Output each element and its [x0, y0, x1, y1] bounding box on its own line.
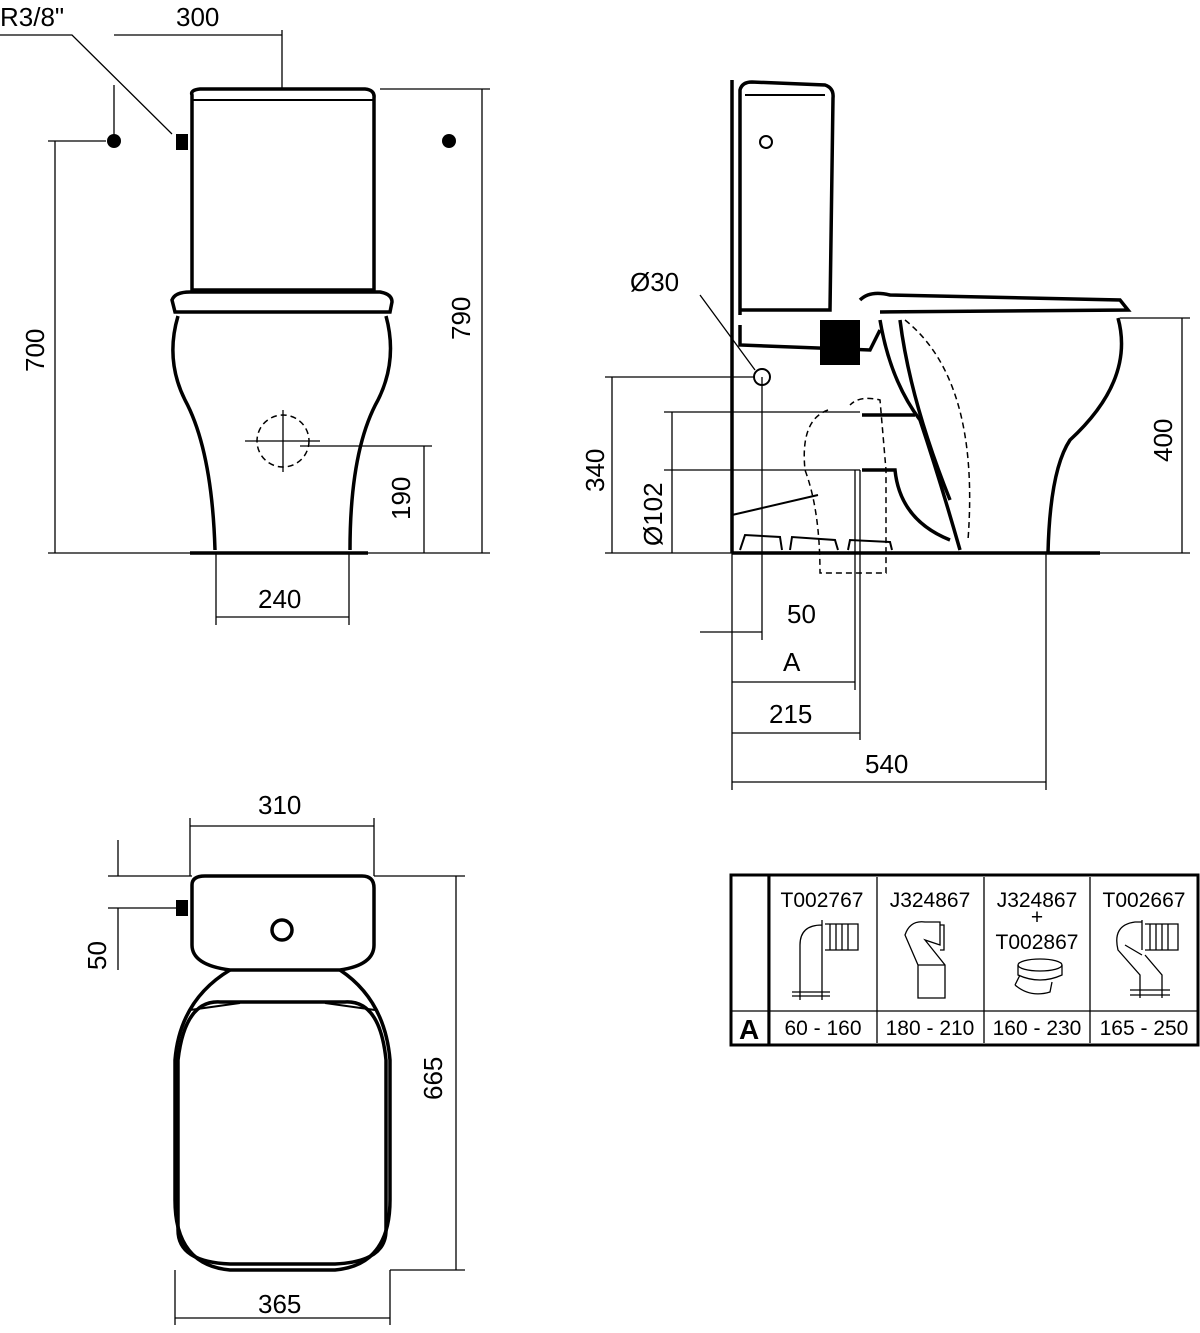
dim-total-length: 665: [418, 1057, 448, 1100]
seat-side: [858, 291, 1132, 314]
connector-code-3b: T002867: [996, 931, 1079, 954]
seat-top: [173, 968, 392, 1272]
dim-inlet-height: 700: [20, 329, 50, 372]
top-view: 310 50 665 365: [82, 790, 465, 1325]
range-4: 165 - 250: [1100, 1017, 1189, 1040]
range-2: 180 - 210: [886, 1017, 975, 1040]
dim-tank-width: 300: [176, 2, 219, 32]
cistern-side: [730, 80, 835, 553]
pan-connector-90-bend-icon: [792, 920, 859, 1000]
dim-total-height: 790: [446, 297, 476, 340]
dim-inlet-offset-top: 50: [82, 941, 112, 970]
connector-code-2: J324867: [890, 889, 971, 912]
supply-point-right: [442, 134, 456, 148]
front-view: R3/8" 300 700 790 190 240: [0, 2, 490, 625]
dim-outlet-height: 190: [386, 477, 416, 520]
pan-connector-offset-icon: [904, 921, 946, 999]
cistern-front: [189, 87, 376, 292]
bowl-side: [738, 317, 1124, 554]
connector-plus: +: [1031, 906, 1043, 929]
connector-code-3: J324867: [997, 889, 1078, 912]
dim-bowl-width: 365: [258, 1289, 301, 1319]
dim-tank-width-top: 310: [258, 790, 301, 820]
bowl-front: [171, 315, 393, 551]
dim-seat-height: 400: [1148, 419, 1178, 462]
dim-inlet-diameter: Ø30: [630, 267, 679, 297]
dim-inlet-offset: 50: [787, 599, 816, 629]
thread-label: R3/8": [0, 2, 64, 32]
cistern-lid-base: [170, 290, 394, 314]
side-view: Ø30 340 Ø102 400 50 A 215 540: [580, 80, 1190, 790]
connector-code-4: T002667: [1103, 889, 1186, 912]
row-label-a: A: [739, 1014, 759, 1045]
dim-outlet-diameter: Ø102: [638, 482, 668, 546]
inlet-valve: [176, 134, 188, 150]
dim-total-depth: 540: [865, 749, 908, 779]
dim-outlet-center: 215: [769, 699, 812, 729]
range-1: 60 - 160: [784, 1017, 861, 1040]
dim-inlet-height-side: 340: [580, 449, 610, 492]
connector-code-1: T002767: [781, 889, 864, 912]
pan-connector-flexible-bend-icon: [1116, 920, 1179, 998]
dim-base-width: 240: [258, 584, 301, 614]
dim-variable-a: A: [783, 647, 801, 677]
pan-collar-icon: [1014, 958, 1063, 995]
range-3: 160 - 230: [993, 1017, 1082, 1040]
cistern-top: [190, 874, 376, 972]
connector-table: T002767 J324867 J324867 + T002867 T00266…: [729, 873, 1200, 1047]
